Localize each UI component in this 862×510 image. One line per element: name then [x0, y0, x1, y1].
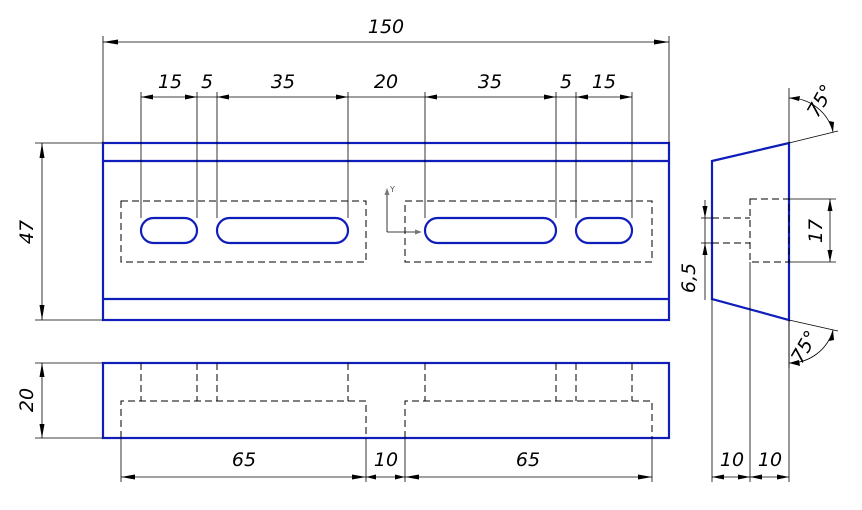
dim-bottom-chain: 65 10 65 [120, 438, 653, 482]
dim-angle-bottom: 75° [787, 319, 839, 368]
dim-angle-top-label: 75° [803, 81, 839, 121]
dim-20-label: 20 [374, 71, 398, 93]
dim-angle-top: 75° [788, 81, 839, 144]
dim-150-label: 150 [368, 16, 404, 38]
dim-20-front-label: 20 [16, 388, 38, 412]
slot-1 [139, 216, 199, 245]
dim-65-left-label: 65 [232, 449, 256, 471]
slot-3 [423, 216, 558, 245]
dim-front-height-20: 20 [16, 362, 103, 439]
front-view [101, 361, 671, 440]
dim-10-side-right-label: 10 [758, 449, 782, 471]
front-hidden-slot-edges [140, 363, 633, 401]
dim-side-width: 10 10 [711, 262, 790, 482]
dim-side-6-5: 6,5 [678, 200, 712, 300]
top-view: Y [101, 141, 671, 322]
hidden-pocket-right [404, 200, 653, 263]
hidden-pocket-left [120, 200, 367, 263]
dim-overall-length: 150 [102, 16, 670, 143]
front-hidden-pocket-right [404, 400, 653, 438]
dim-slot-chain: 15 5 35 20 35 5 15 [140, 71, 633, 218]
top-view-outline [101, 141, 671, 322]
dim-47-label: 47 [16, 220, 38, 244]
dim-10-bottom-label: 10 [374, 449, 398, 471]
dim-angle-bottom-label: 75° [787, 327, 823, 367]
dim-height-47: 47 [16, 142, 103, 321]
front-hidden-pocket-left [120, 400, 367, 438]
slot-4 [574, 216, 634, 245]
front-view-outline [101, 361, 671, 440]
dim-17-label: 17 [805, 219, 827, 243]
side-view [710, 141, 791, 322]
dim-15-right-label: 15 [592, 71, 616, 93]
dim-35-left-label: 35 [271, 71, 295, 93]
dim-10-side-left-label: 10 [720, 449, 744, 471]
axis-y-label: Y [389, 185, 395, 194]
dim-6-5-label: 6,5 [678, 263, 700, 293]
dim-65-right-label: 65 [516, 449, 540, 471]
dim-side-17: 17 [789, 198, 836, 263]
dimensions: 150 15 5 35 20 35 5 [16, 16, 839, 482]
slot-2 [215, 216, 350, 245]
axis-marker: Y [384, 185, 422, 235]
dim-15-left-label: 15 [158, 71, 182, 93]
dim-35-right-label: 35 [478, 71, 502, 93]
dim-5-left-label: 5 [201, 71, 213, 93]
dim-5-right-label: 5 [560, 71, 572, 93]
side-hidden-pocket [749, 198, 790, 263]
